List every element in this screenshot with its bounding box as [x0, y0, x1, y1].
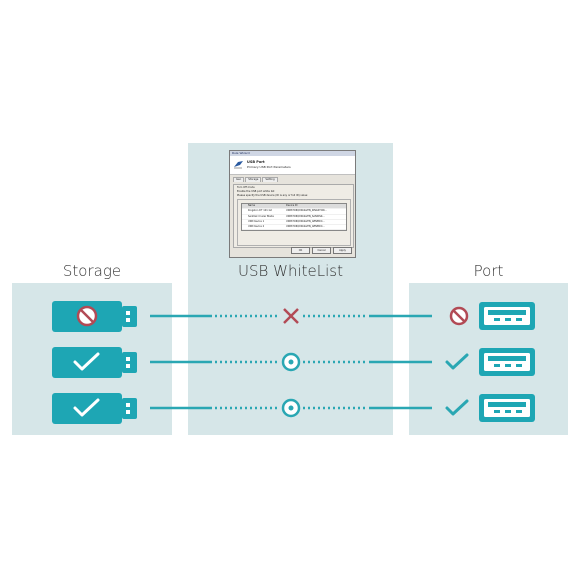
dialog-enable-checkbox[interactable]: Enable the USB port white list [237, 190, 275, 193]
blocked-icon [449, 306, 469, 326]
grid-cell-id: USBSTOR\DISK&VEN_GENERIC... [286, 219, 325, 223]
dialog-header-title: USB Port [247, 160, 265, 164]
cancel-button[interactable]: Cancel [312, 247, 331, 254]
whitelist-dialog-screenshot: Rule Wizard USB Port Primary USB Port Pa… [229, 150, 356, 258]
check-icon [445, 353, 469, 370]
tab-setting[interactable]: Setting [262, 177, 278, 182]
tab-storage[interactable]: Storage [245, 177, 262, 182]
check-icon [73, 398, 100, 417]
device-grid-row[interactable]: USB Device 1 USBSTOR\DISK&VEN_GENERIC... [242, 219, 346, 226]
usb-stick-icon [52, 347, 137, 378]
allowed-node-icon [281, 352, 301, 372]
usb-port-icon [479, 302, 535, 330]
cross-icon [283, 308, 299, 324]
dialog-header: USB Port Primary USB Port Parameters [230, 156, 355, 175]
device-grid-header: Name Device ID [242, 204, 346, 210]
port-heading: Port [473, 262, 504, 280]
device-grid: Name Device ID Kingston DT 101 G2 USBSTO… [241, 203, 347, 231]
storage-heading: Storage [62, 262, 122, 280]
grid-cell-name: Kingston DT 101 G2 [248, 209, 272, 213]
check-icon [445, 399, 469, 416]
dialog-line-mode: Turn Off mode [237, 186, 255, 189]
dialog-tabs: Gen Storage Setting [230, 175, 355, 182]
usb-port-icon [479, 394, 535, 422]
dialog-device-group: Name Device ID Kingston DT 101 G2 USBSTO… [237, 199, 351, 246]
allowed-node-icon [281, 398, 301, 418]
dialog-instruction: Please specify the USB device (ID is any… [237, 194, 309, 197]
usb-wizard-icon [234, 161, 243, 169]
dialog-header-subtitle: Primary USB Port Parameters [247, 165, 291, 169]
dialog-buttons: OK Cancel Apply [291, 247, 352, 254]
grid-cell-name: USB Device 2 [248, 225, 265, 229]
device-grid-row[interactable]: USB Device 2 USBSTOR\DISK&VEN_GENERIC... [242, 225, 346, 231]
dialog-body: Turn Off mode Enable the USB port white … [233, 184, 354, 248]
grid-cell-id: USBSTOR\DISK&VEN_SANDISK... [286, 214, 325, 218]
whitelist-heading: USB WhiteList [238, 262, 343, 280]
device-grid-row[interactable]: SanDisk Cruzer Blade USBSTOR\DISK&VEN_SA… [242, 215, 346, 220]
usb-port-icon [479, 348, 535, 376]
ok-button[interactable]: OK [291, 247, 310, 254]
grid-cell-id: USBSTOR\DISK&VEN_GENERIC... [286, 225, 325, 229]
dialog-title-bar: Rule Wizard [230, 151, 355, 156]
flow-row [52, 301, 535, 332]
check-icon [73, 352, 100, 371]
blocked-icon [76, 305, 98, 327]
grid-cell-id: USBSTOR\DISK&VEN_KINGSTON... [286, 209, 327, 213]
tab-gen[interactable]: Gen [233, 177, 245, 182]
usb-stick-icon [52, 393, 137, 424]
flow-row [52, 347, 535, 378]
grid-cell-name: USB Device 1 [248, 219, 265, 223]
flow-row [52, 393, 535, 424]
device-grid-row[interactable]: Kingston DT 101 G2 USBSTOR\DISK&VEN_KING… [242, 209, 346, 215]
grid-header-id: Device ID [286, 204, 298, 207]
grid-header-name: Name [248, 204, 256, 207]
grid-cell-name: SanDisk Cruzer Blade [248, 214, 274, 218]
apply-button[interactable]: Apply [333, 247, 352, 254]
